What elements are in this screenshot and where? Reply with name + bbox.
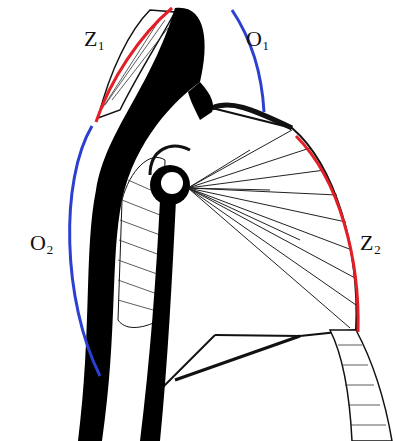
humeral-head <box>150 165 190 205</box>
red-arc <box>96 8 172 122</box>
blue-arc <box>70 126 100 376</box>
axilla-line <box>175 336 300 380</box>
region-label: O₂ <box>30 232 54 254</box>
region-label: O₁ <box>246 28 270 50</box>
humeral-head-inner <box>161 172 183 194</box>
clavicle <box>212 105 292 128</box>
pectoral-fan <box>188 130 356 328</box>
humerus <box>140 200 176 441</box>
blue-arc <box>232 10 264 112</box>
arm-band <box>78 8 205 441</box>
region-label: Z₂ <box>360 232 381 254</box>
joint-capsule <box>150 146 190 175</box>
region-label: Z₁ <box>84 28 105 50</box>
biceps-hatch <box>338 345 386 425</box>
acromion <box>188 82 213 120</box>
biceps <box>330 330 392 441</box>
chest-outline <box>212 108 356 336</box>
red-arc <box>296 136 358 332</box>
